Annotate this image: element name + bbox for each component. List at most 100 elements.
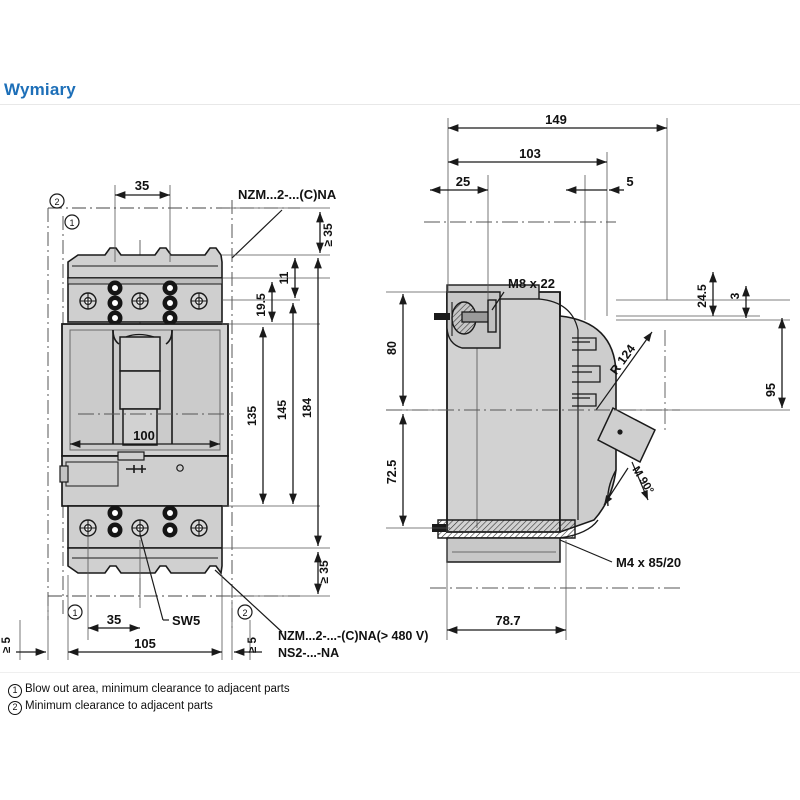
dim-label-clearance-left: ≥ 5: [1, 636, 13, 653]
terminal-screw: [131, 519, 149, 537]
dim-label-95: 95: [764, 383, 778, 397]
accessory-slot: [65, 461, 119, 487]
dim-label-725: 72.5: [385, 460, 399, 484]
handle-body: [597, 406, 656, 464]
dim-label-195: 19.5: [254, 293, 268, 317]
accessory-latch: [117, 451, 145, 461]
dim-line-r124: [595, 331, 653, 411]
terminal-screw: [131, 292, 149, 310]
terminal-stud: [162, 522, 178, 538]
accessory-tab-left: [59, 465, 69, 483]
terminal-stud: [107, 295, 123, 311]
callout-leader-sw5: [139, 533, 164, 621]
callout-bottom-type-2: NS2-...-NA: [278, 646, 339, 660]
dim-label-bottom-35: 35: [107, 612, 121, 627]
terminal-stud: [107, 280, 123, 296]
top-shroud-profile: [67, 247, 223, 279]
terminal-bolt-assembly: [434, 291, 501, 349]
handle-upper: [119, 336, 161, 372]
handle-pivot-dot: [617, 429, 623, 435]
side-view-group: R 124 M 90° M4 x 85/20 M8 x 22: [385, 112, 790, 640]
dim-label-5: 5: [626, 174, 633, 189]
dim-label-25: 25: [456, 174, 470, 189]
front-view-group: 2 1 1 2 35 NZM...2-...(C)NA: [1, 178, 428, 660]
dim-label-245: 24.5: [695, 284, 709, 308]
callout-m8-label: M8 x 22: [508, 276, 555, 291]
dim-line-handle-angle-b: [631, 461, 649, 501]
legend-text-2: Minimum clearance to adjacent parts: [25, 700, 213, 712]
dim-label-105: 105: [134, 636, 156, 651]
marker-2-top-label: 2: [54, 197, 59, 207]
terminal-stud: [162, 505, 178, 521]
page-title: Wymiary: [4, 80, 76, 99]
upper-terminal-lip: [67, 277, 223, 285]
legend-text-1: Blow out area, minimum clearance to adja…: [25, 683, 290, 695]
side-dim-ext-bottom: [446, 540, 567, 640]
dim-label-135: 135: [245, 406, 259, 426]
marker-2-bottom-circle: [237, 604, 253, 620]
terminal-stud: [107, 522, 123, 538]
bottom-shroud-profile: [67, 547, 223, 576]
terminal-screw: [190, 519, 208, 537]
dim-line-handle-angle-a: [603, 467, 629, 506]
marker-2-bottom-label: 2: [242, 608, 247, 618]
legend-marker-2: 2: [8, 701, 22, 715]
dim-label-top-35: 35: [135, 178, 149, 193]
legend-divider: [0, 672, 800, 673]
dim-label-184: 184: [300, 398, 314, 418]
handle-middle: [119, 370, 161, 410]
accessory-hole: [176, 464, 184, 472]
terminal-lug: [434, 313, 450, 320]
dim-label-clearance-bottom: ≥ 35: [317, 560, 331, 584]
marker-2-top-circle: [49, 193, 65, 209]
legend-marker-1: 1: [8, 684, 22, 698]
callout-leader-m4: [559, 539, 613, 563]
side-dim-ext-top: [447, 118, 668, 320]
callout-bottom-type-1: NZM...2-...-(C)NA(> 480 V): [278, 629, 428, 643]
callout-leader-bottom-type: [214, 569, 283, 633]
dim-label-handle-angle: M 90°: [629, 464, 655, 496]
bottom-terminal-hatched: [437, 519, 576, 539]
side-bottom-terminal: [432, 519, 599, 563]
terminal-screw: [190, 292, 208, 310]
callout-leader-m8: [491, 291, 505, 311]
handle-lower: [122, 408, 158, 446]
callout-leader-top-type: [231, 209, 283, 259]
dim-ext-bottom: [19, 534, 251, 660]
terminal-bolt-head: [487, 299, 497, 333]
terminal-stud: [162, 280, 178, 296]
dim-label-149: 149: [545, 112, 567, 127]
callout-m4-label: M4 x 85/20: [616, 555, 681, 570]
marker-1-top-circle: [64, 214, 80, 230]
dim-label-11: 11: [277, 271, 291, 284]
dim-label-clearance-right: ≥ 5: [247, 636, 259, 653]
side-dim-ext-right: [616, 299, 790, 411]
bottom-base-block: [446, 537, 561, 563]
terminal-stud: [162, 295, 178, 311]
dim-label-80: 80: [385, 341, 399, 355]
marker-1-top-label: 1: [69, 218, 74, 228]
title-divider: [0, 104, 800, 105]
dim-label-787: 78.7: [495, 613, 520, 628]
callout-top-type-label: NZM...2-...(C)NA: [238, 187, 337, 202]
front-markers: 2 1 1 2: [49, 193, 253, 620]
accessory-marking: [126, 465, 146, 473]
side-dim-ext-left: [386, 291, 450, 529]
dim-label-145: 145: [275, 400, 289, 420]
dim-label-100: 100: [133, 428, 155, 443]
callout-sw5-label: SW5: [172, 613, 200, 628]
bottom-right-curve: [559, 519, 599, 539]
dim-label-clearance-top: ≥ 35: [321, 223, 335, 247]
dim-label-103: 103: [519, 146, 541, 161]
side-vent-slots: [572, 337, 601, 407]
side-moulding-inner-line: [538, 298, 579, 520]
terminal-screw: [79, 519, 97, 537]
terminal-stud: [107, 505, 123, 521]
marker-1-bottom-label: 1: [72, 608, 77, 618]
dim-ext-right-front: [222, 207, 330, 597]
terminal-screw: [79, 292, 97, 310]
